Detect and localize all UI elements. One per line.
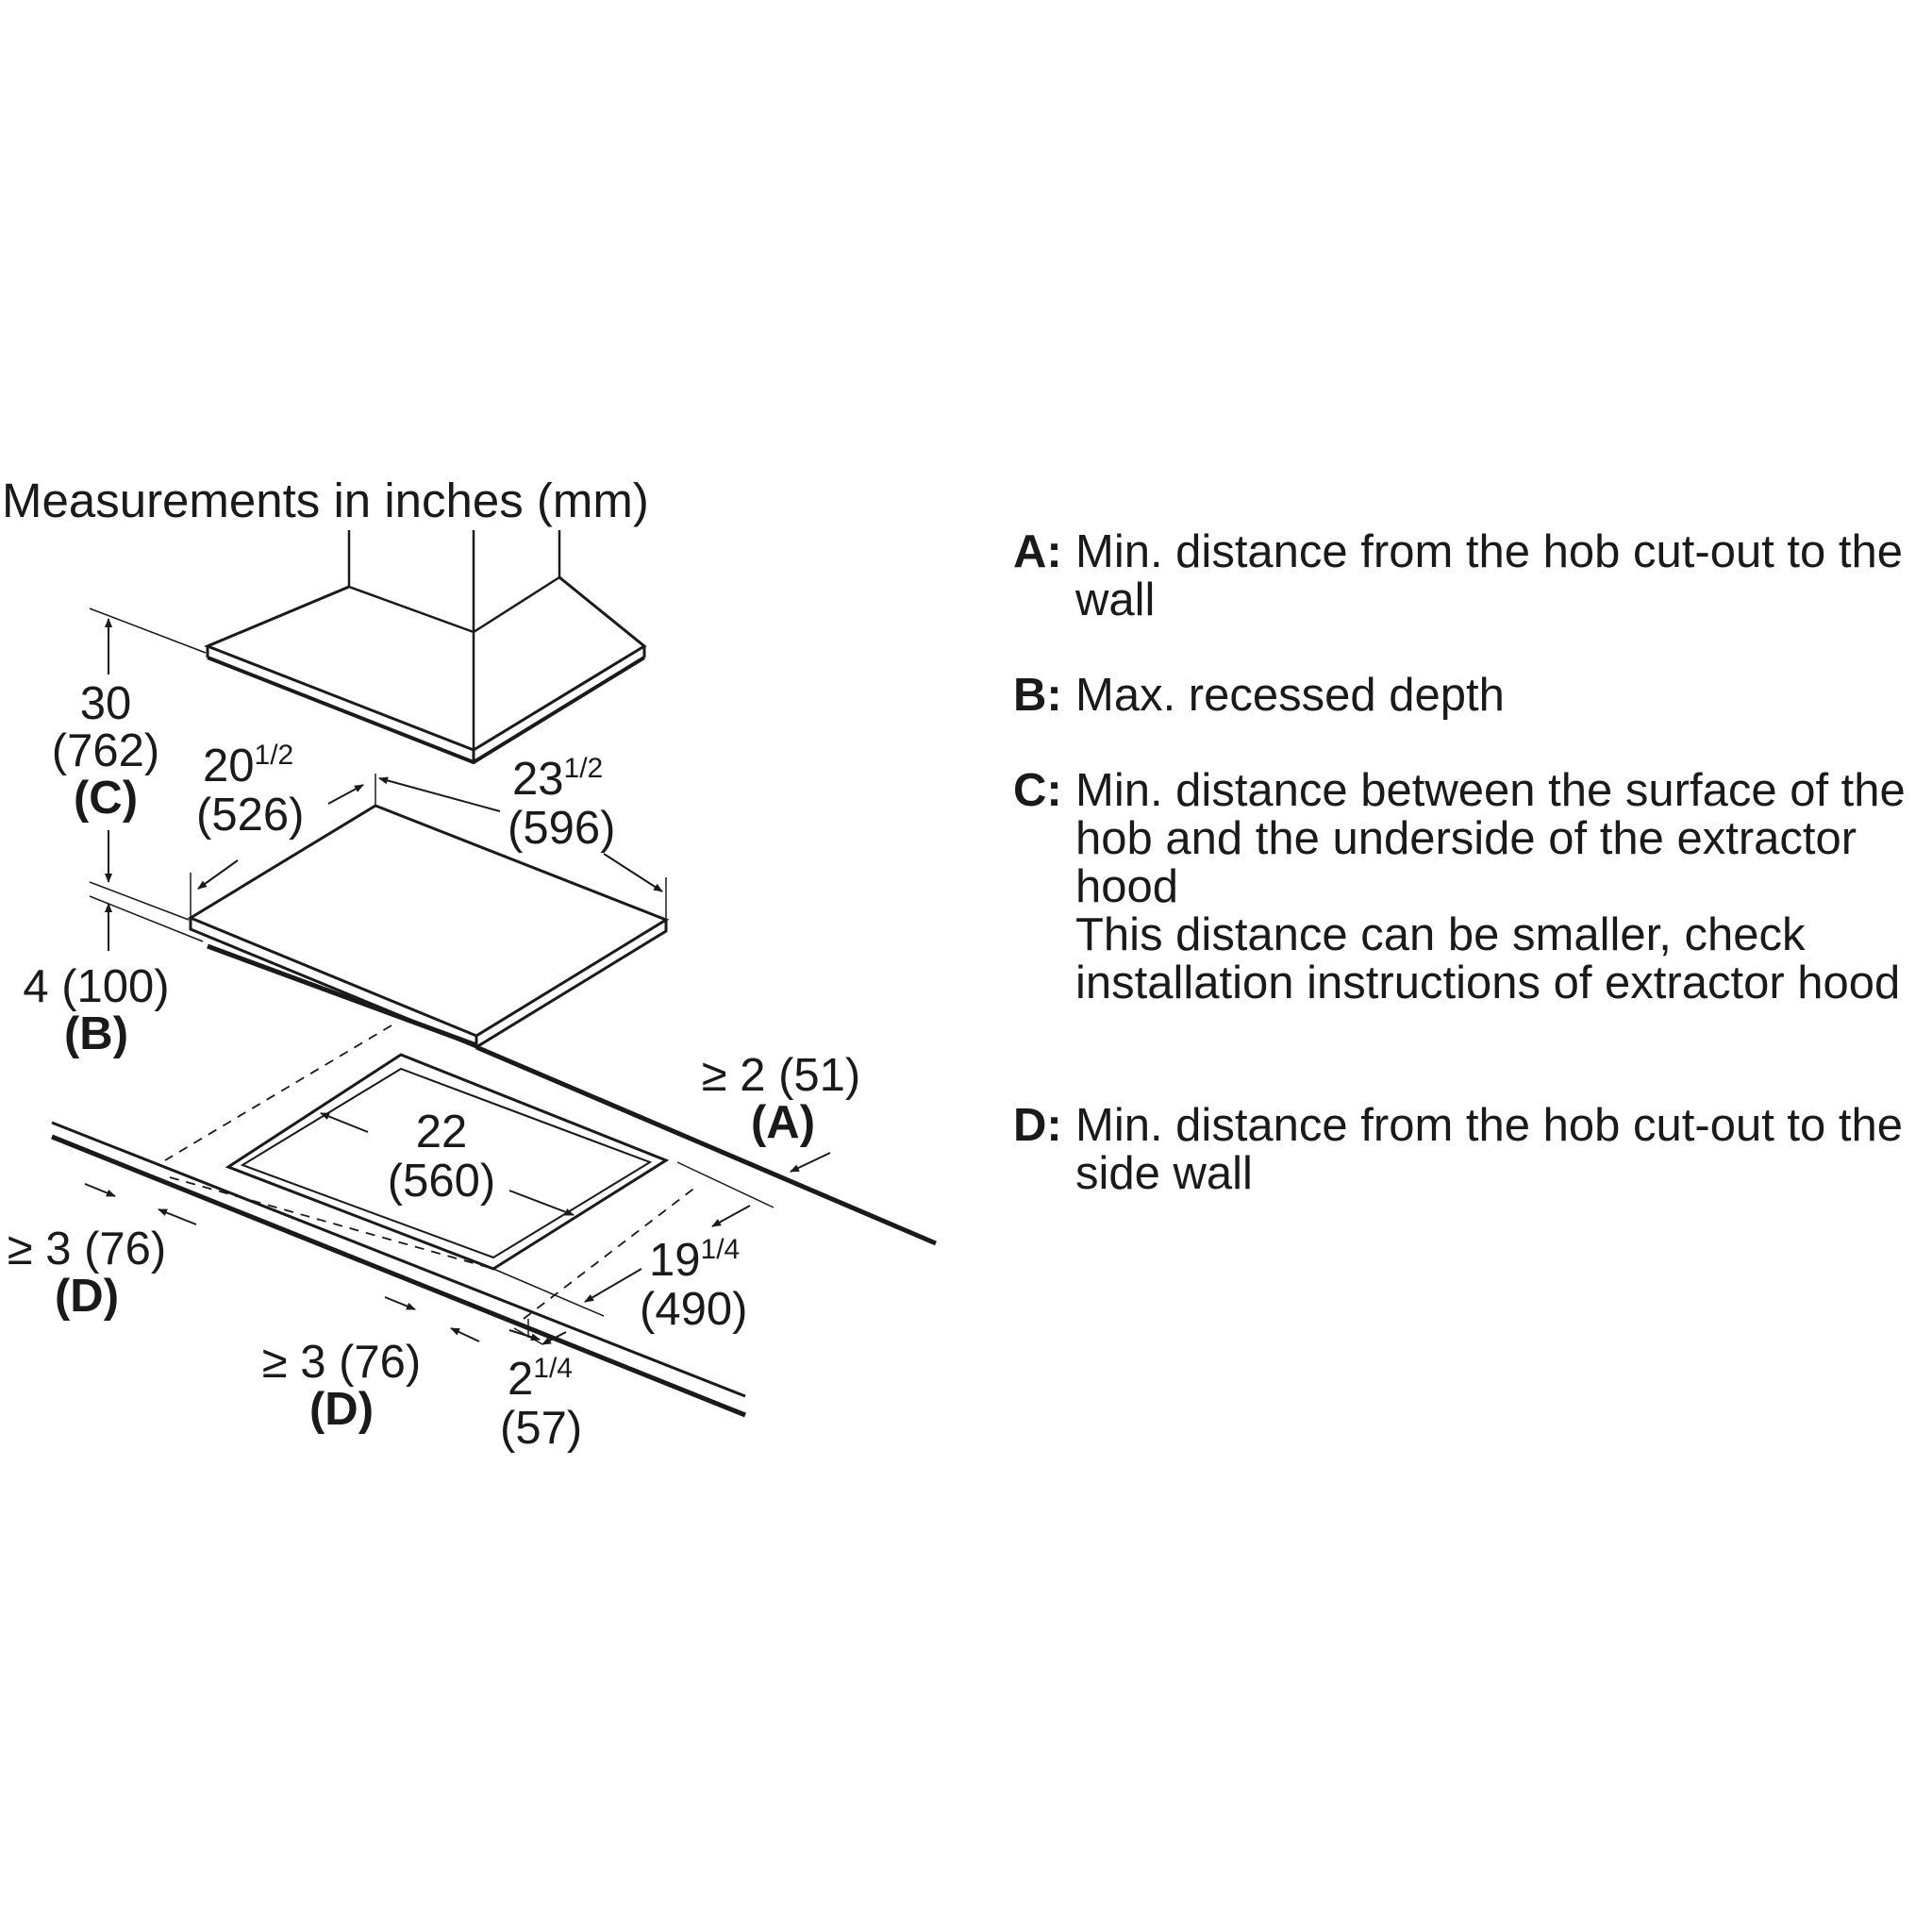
label-2-51: ≥ 2 (51) — [702, 1050, 861, 1101]
label-19-1-4: 191/4 — [649, 1234, 740, 1286]
legend-item-b: B: Max. recessed depth — [1013, 672, 1928, 720]
dimension-labels: 30 (762) (C) 201/2 (526) 231/2 (596) 4 (… — [8, 678, 861, 1454]
label-4-100: 4 (100) — [23, 961, 169, 1012]
label-c: (C) — [74, 773, 138, 824]
label-526: (526) — [196, 790, 304, 841]
legend-text: Min. distance between the surface of the… — [1075, 765, 1906, 912]
legend-key: C: — [1013, 765, 1062, 816]
legend-text: Min. distance from the hob cut-out to th… — [1075, 526, 1904, 625]
legend: A: Min. distance from the hob cut-out to… — [1013, 528, 1928, 1245]
label-d-left: (D) — [55, 1271, 119, 1322]
diagram-title: Measurements in inches (mm) — [2, 474, 649, 527]
legend-text: Max. recessed depth — [1075, 670, 1505, 721]
label-3-76-left: ≥ 3 (76) — [8, 1224, 167, 1274]
label-22: 22 — [416, 1107, 468, 1158]
legend-text: Min. distance from the hob cut-out to th… — [1075, 1100, 1904, 1199]
label-57: (57) — [500, 1403, 582, 1454]
legend-key: A: — [1013, 526, 1062, 577]
legend-key: B: — [1013, 670, 1062, 721]
label-20-1-2: 201/2 — [203, 740, 293, 791]
label-b: (B) — [64, 1008, 128, 1059]
label-23-1-2: 231/2 — [512, 753, 603, 805]
legend-text-block: Min. distance between the surface of the… — [1075, 767, 1928, 1008]
label-490: (490) — [640, 1284, 747, 1335]
label-596: (596) — [508, 803, 615, 854]
legend-item-d: D: Min. distance from the hob cut-out to… — [1013, 1102, 1928, 1198]
label-a: (A) — [751, 1097, 815, 1148]
legend-note: This distance can be smaller, check inst… — [1075, 909, 1901, 1008]
legend-item-a: A: Min. distance from the hob cut-out to… — [1013, 528, 1928, 625]
label-d-front: (D) — [309, 1384, 374, 1435]
extractor-hood — [204, 530, 647, 765]
label-2-1-4: 21/4 — [508, 1353, 573, 1405]
dimension-arrows — [84, 618, 831, 1345]
label-30: 30 — [80, 678, 132, 729]
legend-item-c: C: Min. distance between the surface of … — [1013, 767, 1928, 1008]
label-3-76-front: ≥ 3 (76) — [262, 1337, 422, 1388]
label-560: (560) — [388, 1156, 495, 1207]
countertop — [51, 1044, 937, 1418]
label-762: (762) — [52, 725, 159, 776]
hidden-outline — [164, 1024, 697, 1320]
legend-key: D: — [1013, 1100, 1062, 1151]
